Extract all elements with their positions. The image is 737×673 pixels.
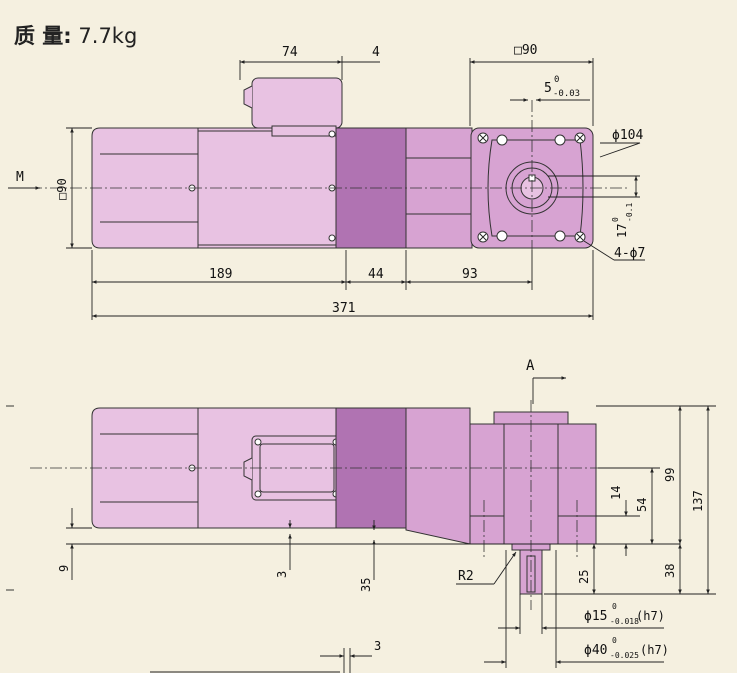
dim-35: 35 [359,578,373,592]
dim-radius: R2 [458,569,474,584]
dim-99: 99 [663,468,677,482]
dim-shaft-dia-tol-lower: -0.018 [610,617,639,626]
dim-keyway-tol-lower: -0.03 [553,89,580,99]
dim-shaft-height-tol-upper: 0 [611,217,620,222]
weight-label: 质 量: [14,24,72,48]
dim-bottom-gap: 3 [374,639,381,653]
dim-shaft-diameter: ϕ15 [584,609,607,624]
dim-gap-3: 3 [275,571,289,578]
dim-keyway-tol-upper: 0 [554,75,559,85]
dim-shaft-dia-fit: (h7) [636,609,665,623]
view-label-m: M [16,170,24,185]
weight-value: 7.7kg [78,24,138,48]
dim-terminal-width: 74 [282,45,298,60]
dim-frame-size: □90 [55,178,69,200]
dim-shaft-height-tol-lower: -0.1 [625,203,634,222]
dim-137: 137 [691,490,705,512]
dim-pilot-dia-tol-upper: 0 [612,636,617,645]
dim-flange-square: □90 [514,43,537,58]
dim-terminal-offset: 4 [372,45,380,60]
dim-shaft-dia-tol-upper: 0 [612,602,617,611]
dim-total-length: 371 [332,301,355,316]
side-view: A 9 3 35 R2 25 14 54 [6,358,716,673]
dim-gear-length: 93 [462,267,478,282]
dim-pilot-dia-tol-lower: -0.025 [610,651,639,660]
terminal-box [251,77,343,129]
dim-base-offset: 9 [57,565,71,572]
bolt-holes [477,132,586,243]
dim-54: 54 [635,498,649,512]
dim-bolt-circle: ϕ104 [612,128,643,143]
dim-bolt-holes: 4-ϕ7 [614,246,645,261]
dim-motor-length: 189 [209,267,232,282]
dim-pilot-dia-fit: (h7) [640,643,669,657]
weight-title: 质 量: 7.7kg [14,20,137,50]
top-view: 74 4 □90 5 0 -0.03 ϕ104 17 0 -0.1 4-ϕ7 1… [8,43,645,320]
side-gear-housing [405,407,597,545]
dim-38: 38 [663,564,677,578]
dim-keyway-width: 5 [544,81,552,96]
dim-shaft-height: 17 [615,224,629,238]
dim-shaft-length: 25 [577,570,591,584]
dim-14: 14 [609,486,623,500]
view-label-a: A [526,358,535,374]
dim-brake-length: 44 [368,267,384,282]
dim-pilot-diameter: ϕ40 [584,643,607,658]
